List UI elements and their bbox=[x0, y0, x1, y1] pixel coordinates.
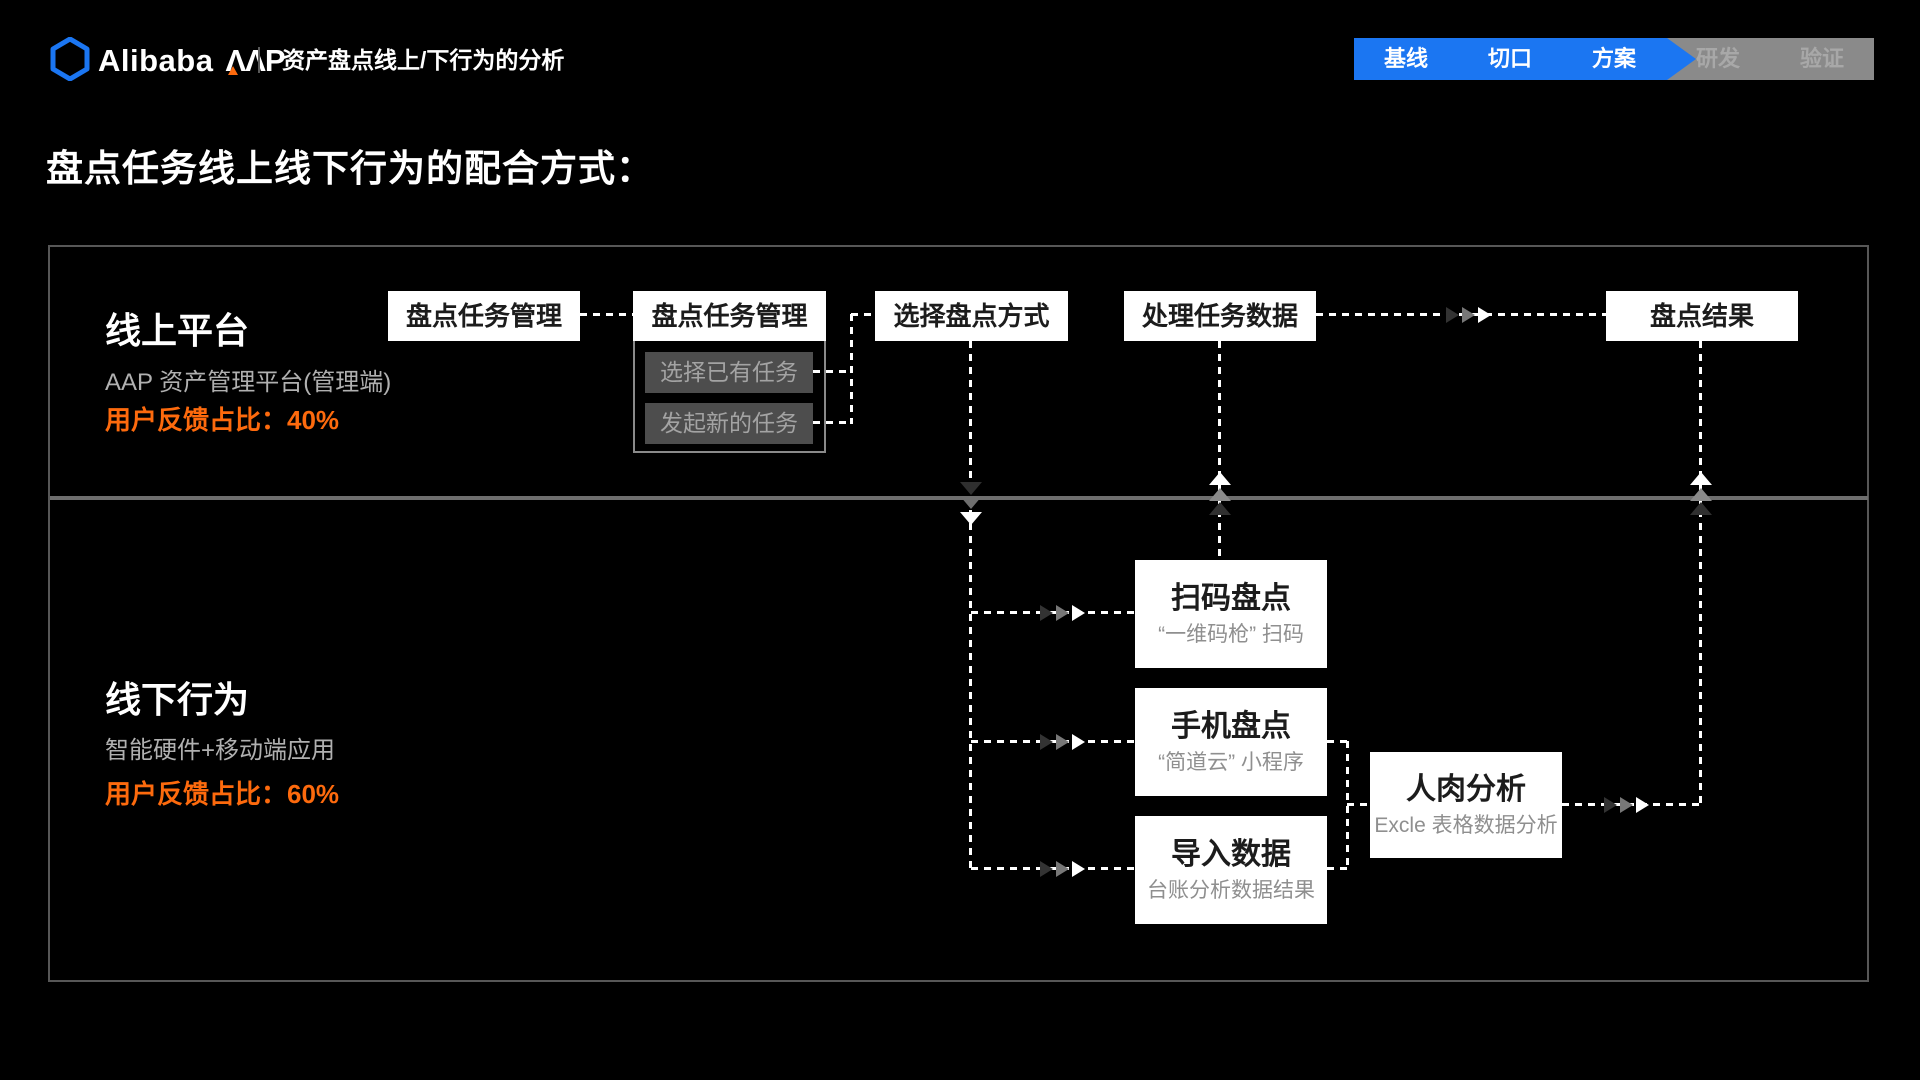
chevron-right-icon bbox=[1056, 861, 1069, 877]
stepper-blue-arrow bbox=[1354, 38, 1696, 80]
chevron-right-icon bbox=[1604, 797, 1617, 813]
connector-phone-stub bbox=[1327, 740, 1348, 743]
tab-cut[interactable]: 切口 bbox=[1487, 46, 1532, 71]
brand-aap: ΛΛP bbox=[225, 43, 285, 78]
chevron-right-icon bbox=[1636, 797, 1649, 813]
arrow-down-icon bbox=[960, 482, 982, 495]
connector-import-stub bbox=[1327, 867, 1348, 870]
connector-branch-phone bbox=[971, 740, 1135, 743]
tab-baseline[interactable]: 基线 bbox=[1383, 46, 1428, 71]
chevron-right-icon bbox=[1040, 861, 1053, 877]
online-section-subtitle: AAP 资产管理平台(管理端) bbox=[105, 369, 392, 396]
connector-process-to-result bbox=[1316, 313, 1606, 316]
connector-manual-up-to-result bbox=[1699, 341, 1702, 805]
chevron-right-icon bbox=[1620, 797, 1633, 813]
chevron-right-icon bbox=[1056, 734, 1069, 750]
offline-section-subtitle: 智能硬件+移动端应用 bbox=[105, 737, 336, 764]
node-result: 盘点结果 bbox=[1606, 291, 1798, 341]
node-scan-inventory: 扫码盘点 “一维码枪” 扫码 bbox=[1135, 560, 1327, 668]
connector-options-to-select bbox=[851, 313, 875, 316]
arrow-up-icon bbox=[1690, 502, 1712, 515]
chevron-right-icon bbox=[1478, 307, 1491, 323]
online-ratio: 用户反馈占比：40% bbox=[105, 405, 340, 435]
alibaba-hexagon-logo-icon bbox=[50, 37, 90, 81]
chevron-right-icon bbox=[1072, 605, 1085, 621]
chevron-right-icon bbox=[1072, 861, 1085, 877]
brand-orange-wedge-icon bbox=[228, 66, 239, 75]
diagram-board bbox=[48, 245, 1869, 982]
connector-options-riser bbox=[850, 314, 853, 424]
connector-scan-up-to-process bbox=[1218, 341, 1221, 559]
option-new-task: 发起新的任务 bbox=[645, 403, 813, 444]
node-task-mgmt-1: 盘点任务管理 bbox=[388, 291, 580, 341]
connector-branch-scan bbox=[971, 611, 1135, 614]
tab-plan[interactable]: 方案 bbox=[1591, 46, 1636, 71]
node-phone-inventory: 手机盘点 “简道云” 小程序 bbox=[1135, 688, 1327, 796]
node-select-method: 选择盘点方式 bbox=[875, 291, 1068, 341]
arrow-up-icon bbox=[1690, 488, 1712, 501]
node-task-mgmt-2: 盘点任务管理 bbox=[633, 291, 826, 341]
header-separator bbox=[258, 47, 260, 73]
option-existing-task: 选择已有任务 bbox=[645, 352, 813, 393]
connector-t1-t2 bbox=[580, 313, 633, 316]
node-import-data: 导入数据 台账分析数据结果 bbox=[1135, 816, 1327, 924]
brand-alibaba: Alibaba bbox=[98, 43, 214, 78]
brand-text: Alibaba ΛΛP bbox=[98, 43, 286, 79]
tab-dev[interactable]: 研发 bbox=[1695, 46, 1740, 71]
chevron-right-icon bbox=[1446, 307, 1459, 323]
online-section-title: 线上平台 bbox=[105, 310, 250, 351]
arrow-up-icon bbox=[1209, 502, 1231, 515]
node-process-data: 处理任务数据 bbox=[1124, 291, 1316, 341]
online-offline-divider bbox=[50, 496, 1868, 500]
offline-ratio: 用户反馈占比：60% bbox=[105, 779, 340, 809]
chevron-right-icon bbox=[1462, 307, 1475, 323]
arrow-down-icon bbox=[960, 496, 982, 509]
page-title: 盘点任务线上线下行为的配合方式： bbox=[46, 148, 654, 189]
doc-title: 资产盘点线上/下行为的分析 bbox=[282, 47, 565, 73]
arrow-up-icon bbox=[1209, 488, 1231, 501]
offline-section-title: 线下行为 bbox=[105, 679, 250, 720]
connector-select-down bbox=[969, 341, 972, 870]
arrow-up-icon bbox=[1690, 472, 1712, 485]
chevron-right-icon bbox=[1072, 734, 1085, 750]
connector-branch-import bbox=[971, 867, 1135, 870]
chevron-right-icon bbox=[1040, 605, 1053, 621]
tab-verify[interactable]: 验证 bbox=[1799, 46, 1844, 71]
chevron-right-icon bbox=[1040, 734, 1053, 750]
connector-option2-stub bbox=[813, 421, 851, 424]
node-manual-analysis: 人肉分析 Excle 表格数据分析 bbox=[1370, 752, 1562, 858]
arrow-down-icon bbox=[960, 512, 982, 525]
chevron-right-icon bbox=[1056, 605, 1069, 621]
arrow-up-icon bbox=[1209, 472, 1231, 485]
connector-into-manual bbox=[1347, 803, 1370, 806]
connector-option1-stub bbox=[813, 370, 851, 373]
